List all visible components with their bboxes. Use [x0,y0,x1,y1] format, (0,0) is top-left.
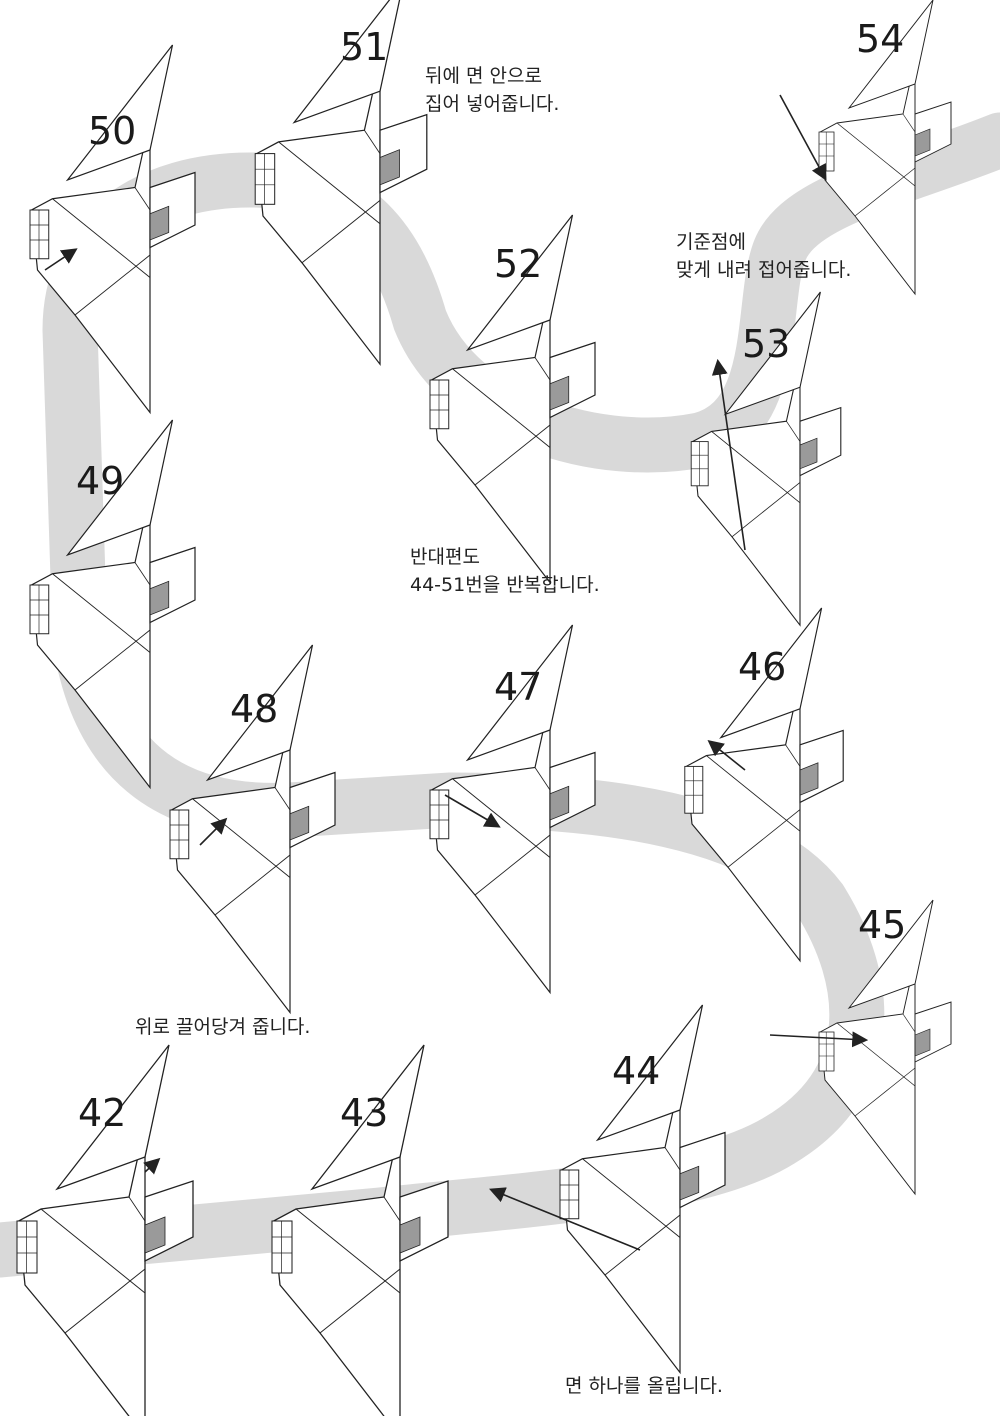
instruction-step-51: 뒤에 면 안으로 집어 넣어줍니다. [425,62,559,118]
instruction-repeat-line-1: 반대편도 [410,546,480,568]
instruction-pull-up: 위로 끌어당겨 줍니다. [135,1016,311,1038]
step-number-52: 52 [494,242,543,286]
fold-arrow-53 [711,358,746,551]
instruction-repeat: 반대편도 44-51번을 반복합니다. [410,543,600,599]
step-number-42: 42 [78,1091,127,1135]
instruction-step-51-line-1: 뒤에 면 안으로 [425,65,542,87]
step-number-54: 54 [856,17,905,61]
instruction-step-54-line-2: 맞게 내려 접어줍니다. [676,259,852,281]
instruction-step-54: 기준점에 맞게 내려 접어줍니다. [676,228,851,284]
fold-arrow-45 [769,1031,869,1048]
step-number-51: 51 [340,25,389,69]
fold-arrow-50 [44,248,78,271]
step-number-44: 44 [612,1049,661,1093]
fold-arrow-54 [779,94,827,181]
step-number-46: 46 [738,645,787,689]
step-number-43: 43 [340,1091,389,1135]
instruction-repeat-line-2: 44-51번을 반복합니다. [410,574,600,596]
step-number-47: 47 [494,665,543,709]
step-number-50: 50 [88,109,137,153]
fold-arrow-42 [143,1157,161,1175]
fold-arrow-44 [489,1187,641,1251]
instruction-step-51-line-2: 집어 넣어줍니다. [425,93,560,115]
fold-arrow-46 [707,740,746,771]
fold-arrow-48 [199,817,228,846]
step-number-49: 49 [76,459,125,503]
fold-arrow-47 [444,794,501,828]
instruction-step-54-line-1: 기준점에 [676,231,746,253]
step-number-48: 48 [230,687,279,731]
instruction-lift-flap: 면 하나를 올립니다. [565,1375,723,1397]
step-number-45: 45 [858,903,907,947]
step-number-53: 53 [742,322,791,366]
